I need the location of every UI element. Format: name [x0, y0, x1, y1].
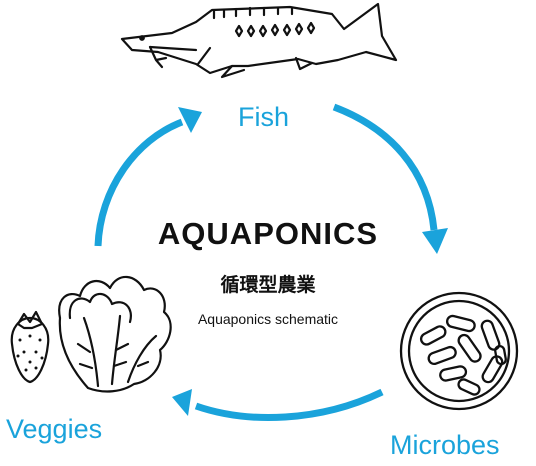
- arrow-fish-to-microbes: [332, 103, 448, 254]
- sturgeon-fish-icon: [120, 2, 398, 79]
- diagram-subtitle: 循環型農業: [220, 275, 316, 296]
- diagram-title: AQUAPONICS: [157, 216, 379, 251]
- veggies-label: Veggies: [6, 414, 103, 444]
- petri-dish-bacteria-icon: [399, 291, 519, 411]
- lettuce-strawberry-icon: [10, 275, 172, 393]
- microbes-label: Microbes: [390, 430, 500, 460]
- cycle-arrows: [94, 103, 448, 421]
- arrow-veggies-to-fish: [94, 107, 202, 247]
- strawberry-seeds: [16, 334, 44, 372]
- diagram-caption: Aquaponics schematic: [197, 311, 339, 327]
- fish-label: Fish: [238, 102, 290, 132]
- arrow-microbes-to-veggies: [172, 388, 384, 421]
